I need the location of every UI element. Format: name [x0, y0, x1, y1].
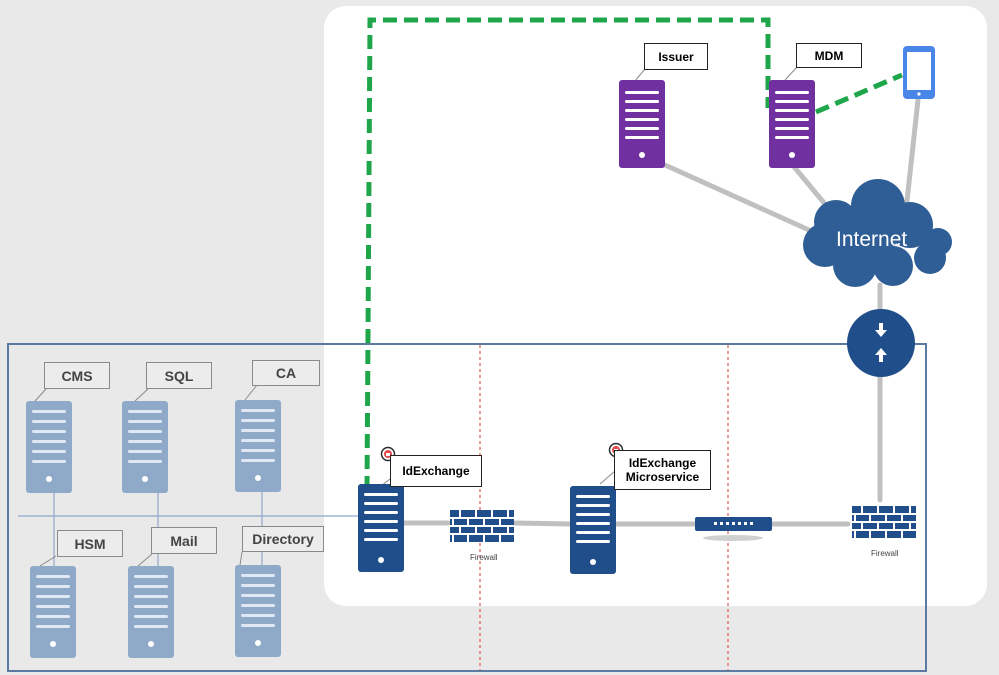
secure-path — [364, 17, 903, 491]
issuer-label: Issuer — [644, 43, 708, 70]
idexchange-server — [358, 484, 404, 572]
issuer-server — [619, 80, 665, 168]
mdm-label: MDM — [796, 43, 862, 68]
router-icon — [695, 517, 772, 541]
cms-label: CMS — [44, 362, 110, 389]
mobile-phone-icon — [903, 46, 935, 99]
hsm-server — [30, 566, 76, 658]
sql-server — [122, 401, 168, 493]
microservice-label-line1: IdExchange — [628, 456, 697, 470]
directory-server — [235, 565, 281, 657]
mail-label: Mail — [151, 527, 217, 554]
firewall-left-label: Firewall — [470, 553, 498, 562]
firewall-right-label: Firewall — [871, 549, 899, 558]
cms-server — [26, 401, 72, 493]
mail-server — [128, 566, 174, 658]
gateway-icon — [847, 309, 915, 377]
microservice-label-line2: Microservice — [625, 470, 700, 484]
sql-label: SQL — [146, 362, 212, 389]
idexchange-label: IdExchange — [390, 455, 482, 487]
external-zone — [324, 6, 987, 606]
microservice-label: IdExchange Microservice — [614, 450, 711, 490]
internal-zone — [7, 343, 927, 672]
directory-label: Directory — [242, 526, 324, 552]
mdm-server — [769, 80, 815, 168]
ca-server — [235, 400, 281, 492]
internet-label: Internet — [836, 228, 908, 251]
firewall-icon — [449, 509, 515, 543]
hsm-label: HSM — [57, 530, 123, 557]
internet-cloud — [803, 179, 952, 287]
microservice-server — [570, 486, 616, 574]
ca-label: CA — [252, 360, 320, 386]
firewall-icon — [851, 505, 917, 539]
